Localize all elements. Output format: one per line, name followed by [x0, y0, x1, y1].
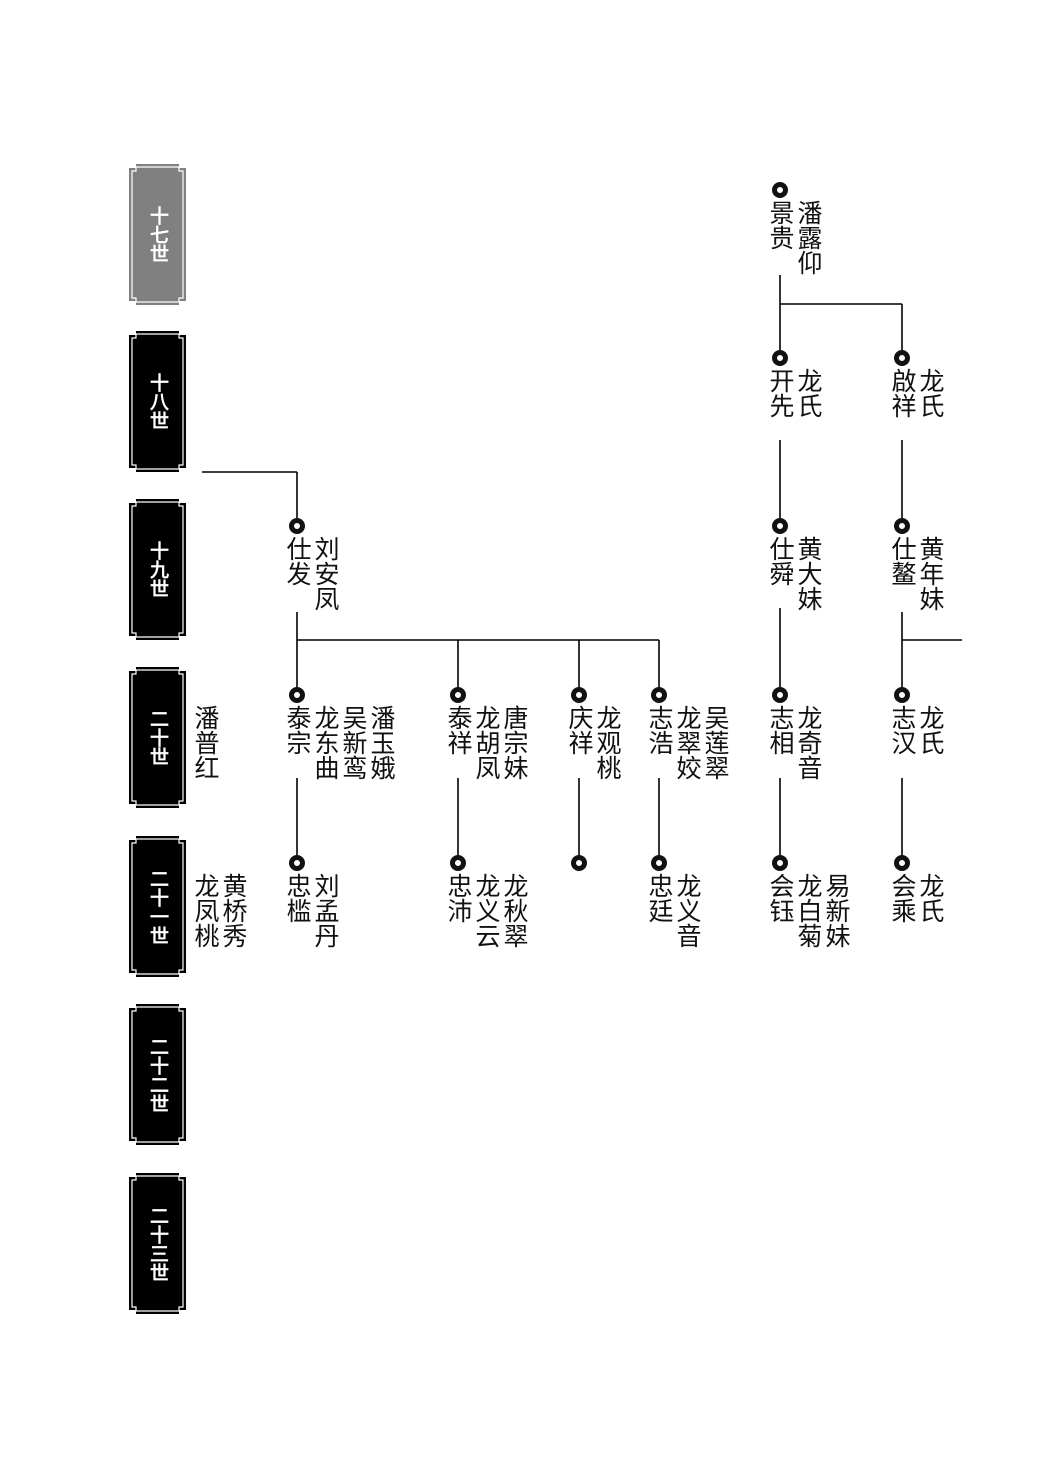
- spouse-name: 唐宗妹: [500, 705, 529, 780]
- person-name: 志汉: [888, 705, 917, 755]
- person-name: 开先: [766, 368, 795, 418]
- person-name: 庆祥: [565, 705, 594, 755]
- spouse-name: 龙白菊: [794, 873, 823, 948]
- person-node-icon: [450, 687, 466, 703]
- generation-badge-20: 二十世: [129, 667, 186, 808]
- badge-frame-icon: [129, 499, 186, 640]
- person-node-icon: [289, 687, 305, 703]
- spouse-name: 吴莲翠: [701, 705, 730, 780]
- person-node-icon: [651, 687, 667, 703]
- person-node-icon: [651, 855, 667, 871]
- spouse-name: 龙奇音: [794, 705, 823, 780]
- person-name: 仕舜: [766, 536, 795, 586]
- generation-label: 二十一世: [147, 868, 169, 945]
- badge-frame-icon: [129, 836, 186, 977]
- spouse-name: 龙胡凤: [472, 705, 501, 780]
- spouse-name: 龙氏: [794, 368, 823, 418]
- generation-label: 十九世: [147, 541, 169, 598]
- spouse-name: 龙义云: [472, 873, 501, 948]
- spouse-name: 龙义音: [673, 873, 702, 948]
- person-name: 忠沛: [444, 873, 473, 923]
- person-node-icon: [772, 687, 788, 703]
- spouse-name: 龙凤桃: [191, 873, 220, 948]
- generation-label: 二十世: [147, 709, 169, 766]
- generation-badge-23: 二十三世: [129, 1173, 186, 1314]
- person-node-icon: [772, 518, 788, 534]
- generation-badge-22: 二十二世: [129, 1004, 186, 1145]
- spouse-name: 刘安凤: [311, 536, 340, 611]
- spouse-name: 龙东曲: [311, 705, 340, 780]
- spouse-name: 易新妹: [822, 873, 851, 948]
- person-name: 志相: [766, 705, 795, 755]
- person-node-icon: [571, 687, 587, 703]
- spouse-name: 吴新鸾: [339, 705, 368, 780]
- person-name: 志浩: [645, 705, 674, 755]
- person-node-icon: [894, 855, 910, 871]
- person-node-icon: [772, 855, 788, 871]
- person-node-icon: [571, 855, 587, 871]
- person-name: 仕发: [283, 536, 312, 586]
- badge-frame-icon: [129, 667, 186, 808]
- generation-label: 二十二世: [147, 1036, 169, 1113]
- badge-frame-icon: [129, 1004, 186, 1145]
- badge-frame-icon: [129, 1173, 186, 1314]
- spouse-name: 龙氏: [916, 368, 945, 418]
- person-node-icon: [289, 518, 305, 534]
- spouse-name: 龙秋翠: [500, 873, 529, 948]
- person-name: 忠廷: [645, 873, 674, 923]
- person-node-icon: [450, 855, 466, 871]
- generation-badge-17: 十七世: [129, 164, 186, 305]
- generation-badge-18: 十八世: [129, 331, 186, 472]
- badge-frame-icon: [129, 164, 186, 305]
- person-node-icon: [772, 182, 788, 198]
- spouse-name: 龙氏: [916, 705, 945, 755]
- person-node-icon: [894, 687, 910, 703]
- person-node-icon: [289, 855, 305, 871]
- person-name: 会钰: [766, 873, 795, 923]
- generation-badge-21: 二十一世: [129, 836, 186, 977]
- person-node-icon: [894, 350, 910, 366]
- spouse-name: 潘普红: [191, 705, 220, 780]
- spouse-name: 黄年妹: [916, 536, 945, 611]
- spouse-name: 潘玉娥: [367, 705, 396, 780]
- badge-frame-icon: [129, 331, 186, 472]
- spouse-name: 龙观桃: [593, 705, 622, 780]
- spouse-name: 刘孟丹: [311, 873, 340, 948]
- spouse-name: 黄桥秀: [219, 873, 248, 948]
- person-name: 泰祥: [444, 705, 473, 755]
- spouse-name: 龙氏: [916, 873, 945, 923]
- person-node-icon: [772, 350, 788, 366]
- person-node-icon: [894, 518, 910, 534]
- person-name: 仕鳌: [888, 536, 917, 586]
- person-name: 泰宗: [283, 705, 312, 755]
- spouse-name: 潘露仰: [794, 200, 823, 275]
- person-name: 会乘: [888, 873, 917, 923]
- generation-badge-19: 十九世: [129, 499, 186, 640]
- person-name: 忠槛: [283, 873, 312, 923]
- generation-label: 十八世: [147, 373, 169, 430]
- person-name: 啟祥: [888, 368, 917, 418]
- person-name: 景贵: [766, 200, 795, 250]
- spouse-name: 龙翠姣: [673, 705, 702, 780]
- spouse-name: 黄大妹: [794, 536, 823, 611]
- generation-label: 十七世: [147, 206, 169, 263]
- generation-label: 二十三世: [147, 1205, 169, 1282]
